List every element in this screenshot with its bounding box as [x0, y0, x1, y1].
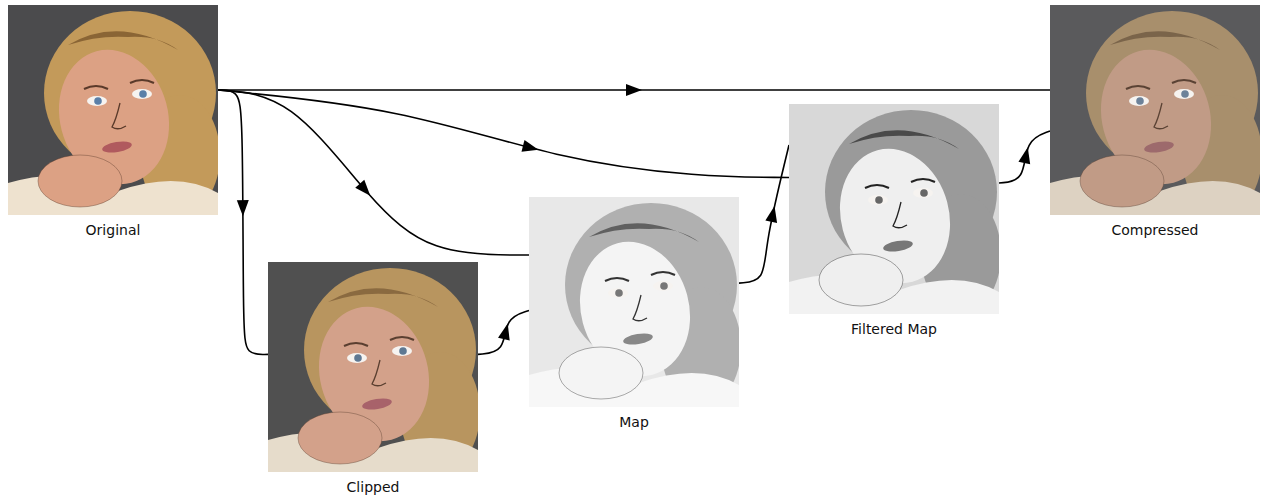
nose	[372, 360, 386, 386]
connector-line	[478, 310, 529, 354]
image-node: Original	[8, 5, 218, 239]
brow	[1172, 80, 1196, 83]
mouth	[361, 396, 392, 411]
eye	[347, 353, 367, 363]
eye	[132, 89, 152, 99]
brow	[865, 185, 889, 188]
hand	[38, 155, 122, 207]
connector	[478, 310, 529, 354]
brow	[130, 80, 154, 83]
photo	[268, 262, 478, 472]
connector	[739, 145, 789, 283]
pupil	[94, 97, 102, 105]
brow	[605, 278, 629, 281]
nose	[1154, 103, 1168, 129]
photo	[529, 197, 739, 407]
brow	[1126, 86, 1150, 89]
hand	[1080, 155, 1164, 207]
pupil	[139, 90, 147, 98]
photo	[8, 5, 218, 215]
image-caption: Clipped	[268, 479, 478, 495]
pupil	[615, 289, 623, 297]
hair-shadow	[328, 288, 438, 307]
pupil	[660, 282, 668, 290]
pupil	[875, 196, 883, 204]
brow	[84, 86, 108, 89]
brow	[390, 337, 414, 340]
hand	[559, 347, 643, 399]
hair-shadow	[589, 223, 699, 242]
image-caption: Compressed	[1050, 222, 1260, 239]
eye	[1129, 96, 1149, 106]
photo	[789, 104, 999, 314]
connector-line	[739, 145, 789, 283]
arrowhead	[1018, 146, 1033, 164]
arrowhead	[521, 140, 539, 156]
mouth	[1143, 139, 1174, 154]
image-node: Compressed	[1050, 5, 1260, 239]
pupil	[354, 354, 362, 362]
hand	[819, 254, 903, 306]
pupil	[920, 189, 928, 197]
hair-shadow	[1110, 31, 1220, 50]
image-node: Clipped	[268, 262, 478, 495]
connector-line	[218, 90, 268, 354]
nose	[893, 202, 907, 228]
eye	[392, 346, 412, 356]
arrowhead	[626, 84, 642, 96]
connector	[999, 131, 1050, 183]
brow	[651, 272, 675, 275]
connector	[218, 84, 1050, 96]
eye	[87, 96, 107, 106]
nose	[633, 295, 647, 321]
connector-line	[218, 90, 529, 255]
eye	[913, 188, 933, 198]
image-caption: Map	[529, 414, 739, 431]
eye	[1174, 89, 1194, 99]
hand	[298, 412, 382, 464]
brow	[911, 179, 935, 182]
mouth	[101, 139, 132, 154]
photo	[1050, 5, 1260, 215]
image-node: Map	[529, 197, 739, 431]
image-node: Filtered Map	[789, 104, 999, 338]
connector	[218, 90, 529, 255]
mouth	[622, 331, 653, 346]
nose	[112, 103, 126, 129]
arrowhead	[498, 322, 514, 340]
connector	[218, 90, 268, 354]
pupil	[1181, 90, 1189, 98]
mouth	[882, 238, 913, 253]
eye	[653, 281, 673, 291]
pupil	[1136, 97, 1144, 105]
arrowhead	[355, 180, 375, 200]
pupil	[399, 347, 407, 355]
connector-line	[218, 90, 789, 177]
hair-shadow	[68, 31, 178, 50]
image-caption: Original	[8, 222, 218, 239]
connector-line	[999, 131, 1050, 183]
connector	[218, 90, 789, 177]
brow	[344, 343, 368, 346]
arrowhead	[765, 205, 780, 223]
arrowhead	[237, 200, 249, 216]
eye	[868, 195, 888, 205]
image-caption: Filtered Map	[789, 321, 999, 338]
hair-shadow	[849, 130, 959, 149]
eye	[608, 288, 628, 298]
